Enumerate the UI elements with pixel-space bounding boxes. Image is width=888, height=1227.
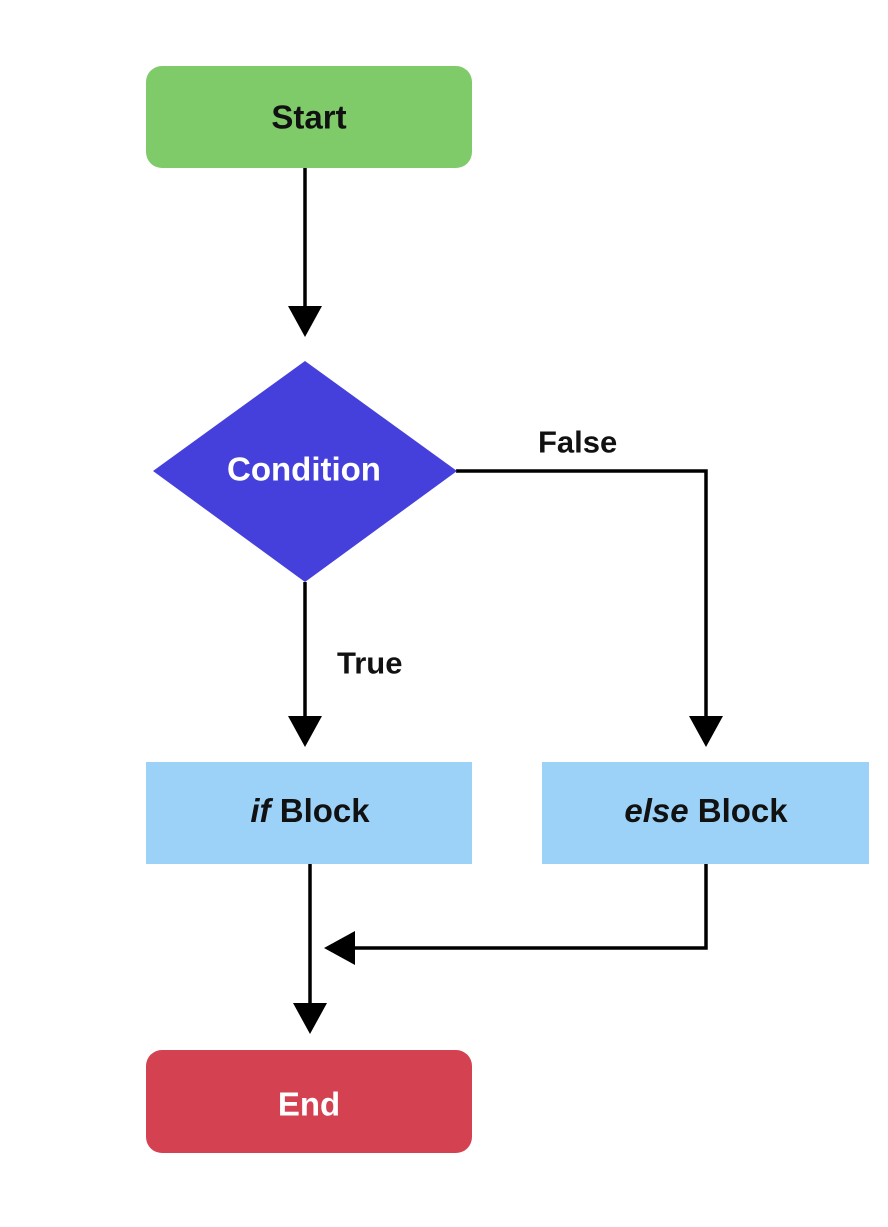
edge-start-to-condition [288, 168, 322, 337]
arrowhead [293, 1003, 327, 1034]
else-block-text: Block [689, 792, 789, 829]
start-node-label: Start [271, 99, 346, 136]
arrowhead [288, 716, 322, 747]
if-block-node: if Block [146, 762, 472, 864]
arrowhead [689, 716, 723, 747]
arrowhead [288, 306, 322, 337]
else-keyword: else [624, 792, 688, 829]
edge-else-block-to-merge [324, 864, 708, 965]
start-node: Start [146, 66, 472, 168]
edge-condition-to-if-block [288, 582, 322, 747]
else-block-node-label: else Block [624, 792, 788, 829]
condition-node-label: Condition [227, 451, 381, 488]
if-block-text: Block [271, 792, 371, 829]
else-block-node: else Block [542, 762, 869, 864]
edge-condition-to-else-block [456, 469, 723, 747]
arrowhead [324, 931, 355, 965]
end-node-label: End [278, 1086, 340, 1123]
condition-node: Condition [153, 361, 457, 582]
true-edge-label: True [337, 646, 402, 681]
edge-if-block-to-end [293, 864, 327, 1034]
false-edge-label: False [538, 425, 617, 460]
if-keyword: if [250, 792, 273, 829]
if-block-node-label: if Block [250, 792, 370, 829]
end-node: End [146, 1050, 472, 1153]
